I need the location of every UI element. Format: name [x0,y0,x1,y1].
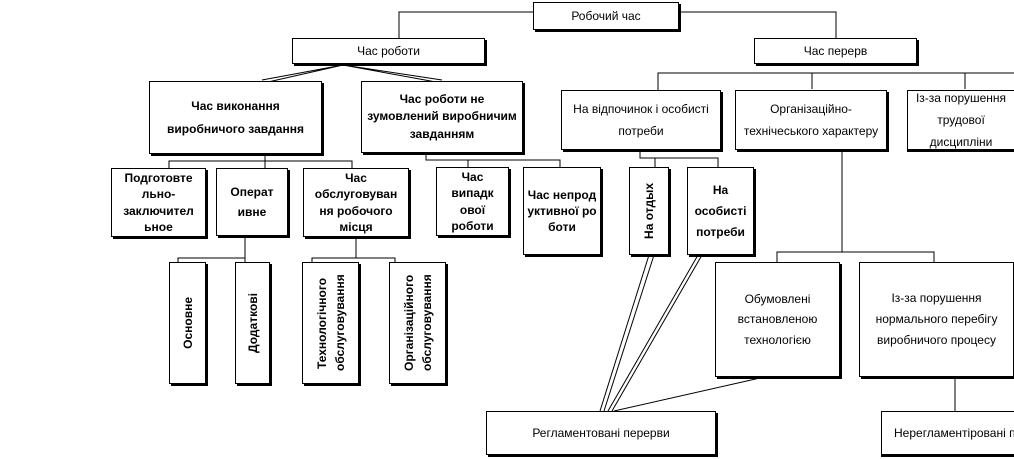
connector-work-task [261,64,344,83]
connector-break-children [657,72,1014,92]
node-non-task-time: Час роботи не зумовлений виробничим завд… [361,81,523,153]
node-rest-personal: На відпочинок і особисті потреби [561,90,721,150]
node-operative: Операт ивне [216,168,288,236]
node-task-time: Час виконання виробничого завдання [149,81,322,154]
node-org-tech: Організаційно-технічеського характеру [735,90,887,150]
node-workplace-service: Час обслуговуван ня робочого місця [303,168,409,237]
node-org-service: Організаційного обслуговування [389,262,446,384]
node-basic: Основне [169,262,206,384]
connector-work-nontask [342,64,443,83]
connector-root-break [679,11,837,38]
connector-regulated [599,254,761,412]
node-unregulated: Нерегламентіровані перерви [881,411,1014,455]
node-regulated: Регламентовані перерви [486,411,716,455]
node-work-time: Час роботи [292,38,485,64]
node-accidental: Час випадк ової роботи [436,167,509,236]
node-process-violation: Із-за порушення нормального перебігу вир… [859,262,1014,377]
connector-operative-bus [177,237,246,262]
node-technology: Обумовлені встановленою технологією [715,262,840,377]
connector-task-bus [168,160,353,168]
node-tech-service: Технологічного обслуговування [302,262,359,384]
node-break-time: Час перерв [754,38,917,64]
connector-rest-bus [639,150,719,167]
node-rest: На отдых [629,167,669,255]
node-discipline: Із-за порушення трудової дисципліни [907,90,1014,150]
connector-service-bus [311,238,357,262]
connector-orgtech-bus [776,150,843,262]
connector-service-org [356,257,396,262]
connector-orgtech-process [842,251,935,262]
node-unproductive: Час непродуктивної роботи [523,167,601,255]
node-personal: На особисті потреби [687,167,754,255]
connector-nontask-bus [425,153,561,167]
connector-root-level2 [398,11,533,38]
node-root: Робочий час [533,2,679,30]
node-auxiliary: Додаткові [235,262,270,384]
node-prep-final: Подготовте льно-заключител ьное [111,168,206,237]
